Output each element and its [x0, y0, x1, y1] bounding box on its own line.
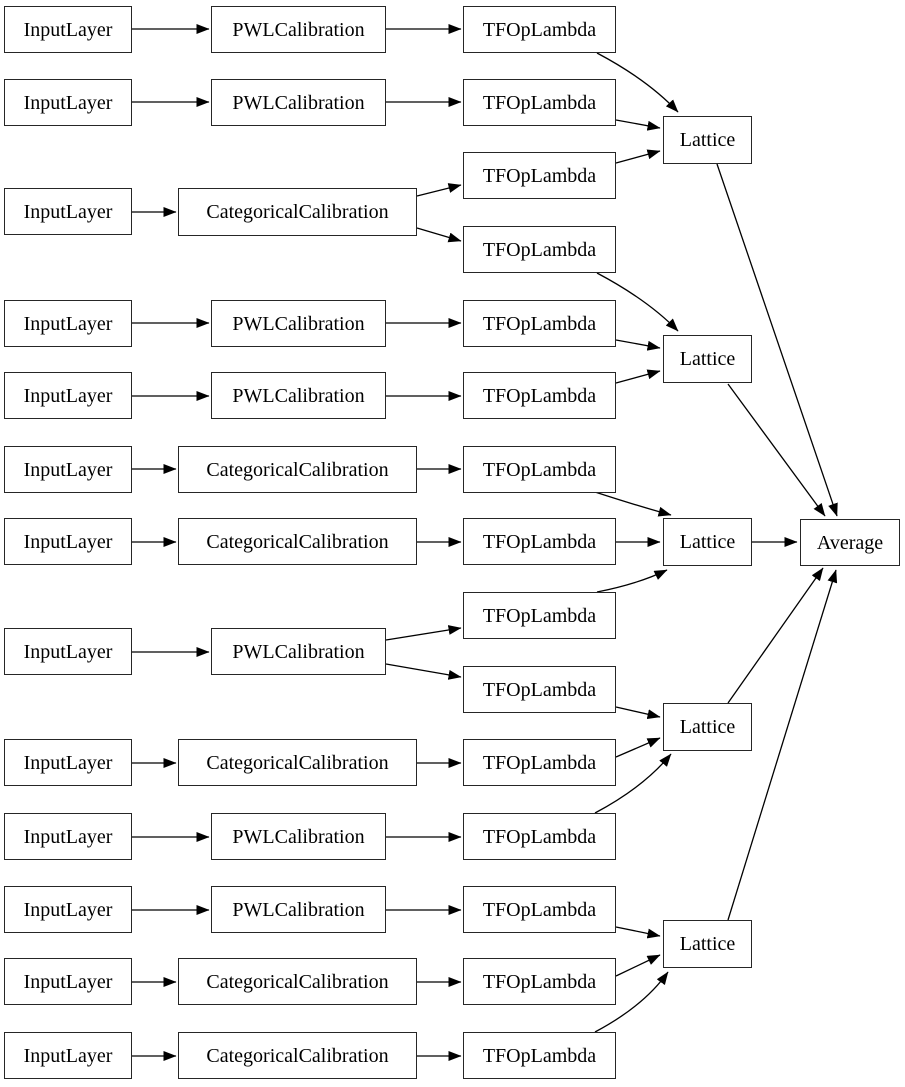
- node-tfop-2: TFOpLambda: [463, 79, 616, 126]
- node-calib-13: CategoricalCalibration: [178, 1032, 417, 1079]
- node-input-6: InputLayer: [4, 446, 132, 493]
- node-calib-1: PWLCalibration: [211, 6, 386, 53]
- node-calib-9: CategoricalCalibration: [178, 739, 417, 786]
- node-tfop-12: TFOpLambda: [463, 813, 616, 860]
- edge-lattice-2-average: [727, 383, 826, 517]
- node-input-4: InputLayer: [4, 300, 132, 347]
- node-calib-5: PWLCalibration: [211, 372, 386, 419]
- node-input-11: InputLayer: [4, 886, 132, 933]
- node-tfop-5: TFOpLambda: [463, 300, 616, 347]
- node-calib-7: CategoricalCalibration: [178, 518, 417, 565]
- node-input-8: InputLayer: [4, 628, 132, 675]
- node-calib-12: CategoricalCalibration: [178, 958, 417, 1005]
- edge-lattice-4-average: [727, 567, 824, 704]
- node-tfop-10: TFOpLambda: [463, 666, 616, 713]
- node-tfop-7: TFOpLambda: [463, 446, 616, 493]
- node-input-3: InputLayer: [4, 188, 132, 235]
- node-tfop-6: TFOpLambda: [463, 372, 616, 419]
- node-lattice-3: Lattice: [663, 518, 752, 566]
- edge-tfop-12-lattice-4: [594, 753, 672, 814]
- node-tfop-4: TFOpLambda: [463, 226, 616, 273]
- node-calib-2: PWLCalibration: [211, 79, 386, 126]
- edge-tfop-11-lattice-4: [615, 737, 661, 758]
- edge-tfop-9-lattice-3: [596, 569, 668, 593]
- node-tfop-3: TFOpLambda: [463, 152, 616, 199]
- edge-lattice-5-average: [727, 569, 838, 921]
- edge-calib-8-tfop-10: [385, 663, 462, 680]
- node-calib-4: PWLCalibration: [211, 300, 386, 347]
- node-tfop-15: TFOpLambda: [463, 1032, 616, 1079]
- edge-tfop-10-lattice-4: [615, 706, 661, 720]
- node-calib-11: PWLCalibration: [211, 886, 386, 933]
- node-input-10: InputLayer: [4, 813, 132, 860]
- edge-tfop-14-lattice-5: [615, 954, 661, 977]
- edge-tfop-1-lattice-1: [596, 52, 679, 113]
- edge-tfop-3-lattice-1: [615, 149, 661, 164]
- node-calib-10: PWLCalibration: [211, 813, 386, 860]
- edge-tfop-13-lattice-5: [615, 926, 661, 939]
- node-lattice-5: Lattice: [663, 920, 752, 968]
- node-lattice-2: Lattice: [663, 335, 752, 383]
- node-tfop-1: TFOpLambda: [463, 6, 616, 53]
- node-input-12: InputLayer: [4, 958, 132, 1005]
- edge-tfop-4-lattice-2: [596, 272, 679, 332]
- edge-calib-8-tfop-9: [385, 625, 462, 641]
- node-calib-3: CategoricalCalibration: [178, 188, 417, 236]
- node-calib-6: CategoricalCalibration: [178, 446, 417, 493]
- node-input-2: InputLayer: [4, 79, 132, 126]
- node-tfop-11: TFOpLambda: [463, 739, 616, 786]
- node-input-1: InputLayer: [4, 6, 132, 53]
- edge-calib-3-tfop-4: [416, 227, 462, 243]
- node-calib-8: PWLCalibration: [211, 628, 386, 675]
- edge-group: [132, 24, 838, 1061]
- node-input-13: InputLayer: [4, 1032, 132, 1079]
- node-tfop-8: TFOpLambda: [463, 518, 616, 565]
- edge-lattice-1-average: [716, 163, 838, 517]
- node-tfop-14: TFOpLambda: [463, 958, 616, 1005]
- edge-tfop-2-lattice-1: [615, 119, 661, 131]
- edge-tfop-7-lattice-3: [594, 491, 672, 517]
- node-average: Average: [800, 519, 900, 566]
- node-lattice-1: Lattice: [663, 116, 752, 164]
- node-input-5: InputLayer: [4, 372, 132, 419]
- edge-tfop-15-lattice-5: [594, 971, 669, 1033]
- node-input-7: InputLayer: [4, 518, 132, 565]
- node-tfop-9: TFOpLambda: [463, 592, 616, 639]
- node-lattice-4: Lattice: [663, 703, 752, 751]
- edge-tfop-6-lattice-2: [615, 369, 661, 384]
- edge-tfop-5-lattice-2: [615, 339, 661, 351]
- node-tfop-13: TFOpLambda: [463, 886, 616, 933]
- node-input-9: InputLayer: [4, 739, 132, 786]
- edge-calib-3-tfop-3: [416, 183, 462, 197]
